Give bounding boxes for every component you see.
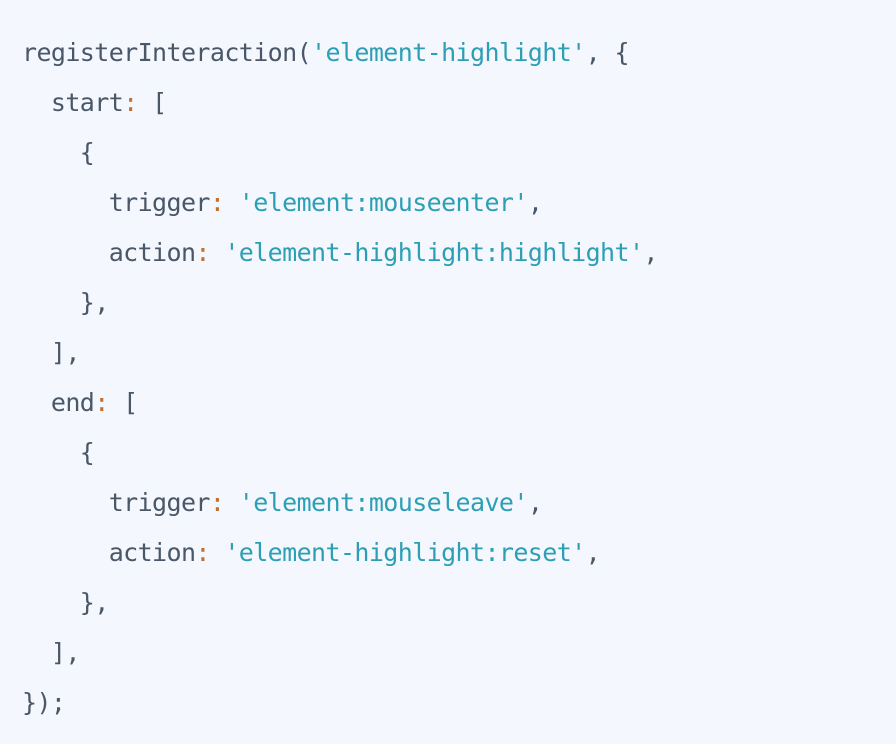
code-line: }, (22, 578, 896, 628)
code-token: registerInteraction( (22, 38, 312, 67)
code-token: { (22, 138, 95, 167)
code-token: }); (22, 688, 66, 717)
code-token (210, 538, 224, 567)
code-line: registerInteraction('element-highlight',… (22, 28, 896, 78)
code-line: { (22, 428, 896, 478)
code-colon-token: : (209, 488, 225, 517)
code-token (224, 188, 238, 217)
code-token: , (585, 538, 601, 567)
code-string-token: 'element:mouseenter' (238, 188, 529, 217)
code-token (224, 488, 238, 517)
code-colon-token: : (123, 88, 138, 117)
code-token: [ (108, 388, 138, 417)
code-token: start (22, 88, 124, 117)
code-token: { (22, 438, 95, 467)
code-colon-token: : (195, 238, 210, 267)
code-token: , { (585, 38, 630, 67)
code-token: , (527, 488, 543, 517)
code-token: ], (22, 638, 81, 667)
code-token: action (22, 238, 196, 267)
code-line: ], (22, 328, 896, 378)
code-token: [ (137, 88, 167, 117)
code-token: , (527, 188, 543, 217)
code-colon-token: : (195, 538, 210, 567)
code-line: action: 'element-highlight:highlight', (22, 228, 896, 278)
code-line: start: [ (22, 78, 896, 128)
code-token: , (643, 238, 658, 267)
code-token: ], (22, 338, 81, 367)
code-token: }, (22, 588, 110, 617)
code-line: trigger: 'element:mouseleave', (22, 478, 896, 528)
code-line: { (22, 128, 896, 178)
code-line: action: 'element-highlight:reset', (22, 528, 896, 578)
code-string-token: 'element:mouseleave' (238, 488, 529, 517)
code-token: trigger (22, 488, 211, 517)
code-token: trigger (22, 188, 211, 217)
code-string-token: 'element-highlight:reset' (224, 538, 586, 567)
code-colon-token: : (209, 188, 225, 217)
code-string-token: 'element-highlight:highlight' (224, 238, 644, 267)
code-line: }); (22, 678, 896, 728)
code-token: end (22, 388, 95, 417)
code-line: end: [ (22, 378, 896, 428)
code-line: ], (22, 628, 896, 678)
code-token: }, (22, 288, 110, 317)
code-colon-token: : (94, 388, 109, 417)
code-string-token: 'element-highlight' (311, 38, 586, 67)
code-token: action (22, 538, 196, 567)
code-line: trigger: 'element:mouseenter', (22, 178, 896, 228)
code-token (210, 238, 224, 267)
code-line: }, (22, 278, 896, 328)
